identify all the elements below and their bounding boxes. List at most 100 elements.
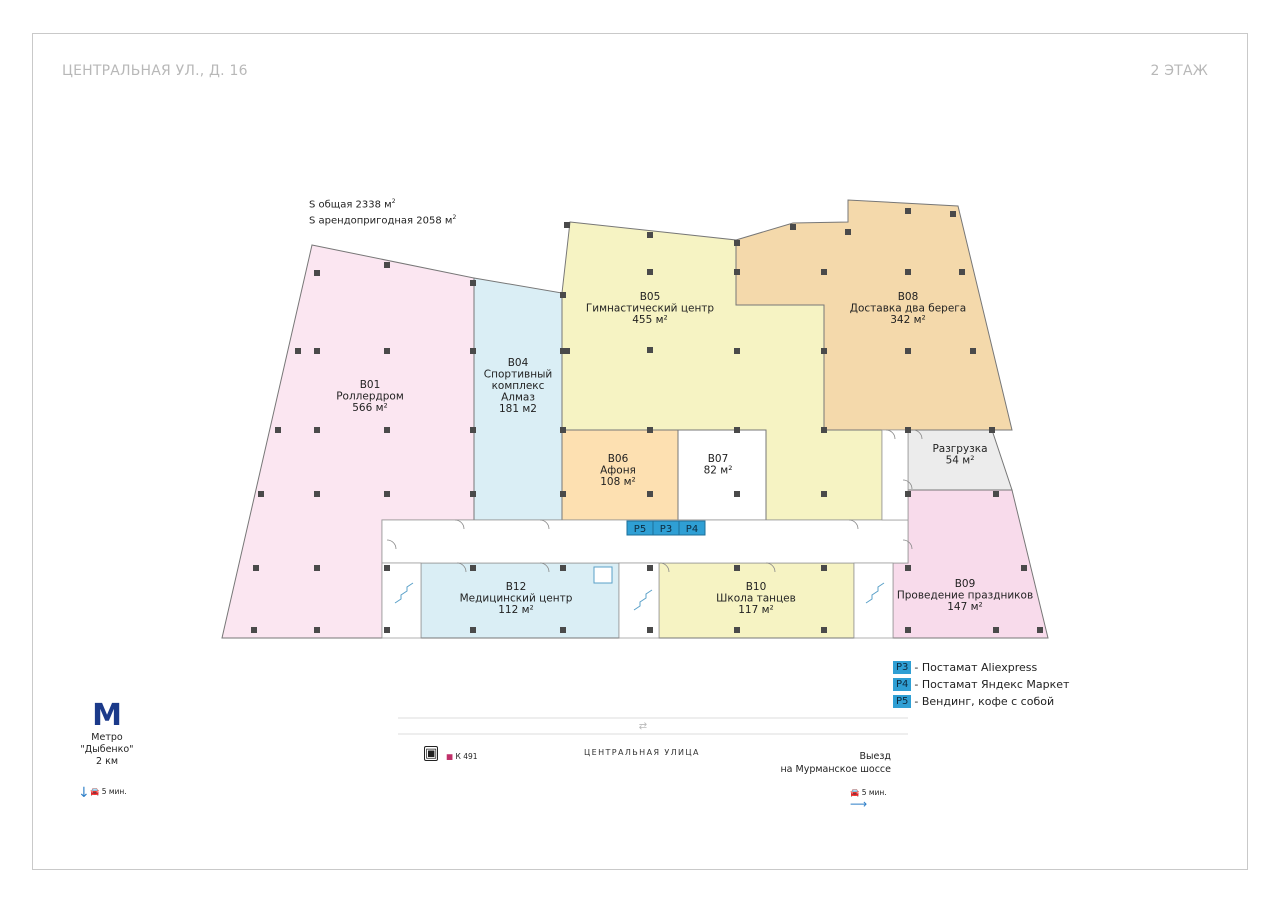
structural-column xyxy=(734,348,740,354)
bus-icon: ▣ xyxy=(424,746,438,761)
structural-column xyxy=(647,347,653,353)
structural-column xyxy=(647,427,653,433)
structural-column xyxy=(275,427,281,433)
corridor xyxy=(381,519,909,564)
structural-column xyxy=(1021,565,1027,571)
structural-column xyxy=(821,627,827,633)
bus-route: ■ К 491 xyxy=(446,752,478,761)
structural-column xyxy=(470,348,476,354)
structural-column xyxy=(905,491,911,497)
structural-column xyxy=(384,348,390,354)
structural-column xyxy=(905,627,911,633)
door-icon xyxy=(902,479,913,490)
structural-column xyxy=(950,211,956,217)
structural-column xyxy=(734,269,740,275)
legend: P3 - Постамат Aliexpress P4 - Постамат Я… xyxy=(893,659,1069,710)
area-summary: S общая 2338 м2 S арендопригодная 2058 м… xyxy=(309,198,457,227)
service-tag-label: P4 xyxy=(686,524,698,535)
area-rentable: S арендопригодная 2058 м xyxy=(309,215,453,227)
structural-column xyxy=(845,229,851,235)
structural-column xyxy=(734,565,740,571)
door-icon xyxy=(765,562,776,573)
structural-column xyxy=(993,627,999,633)
metro-info: M Метро "Дыбенко" 2 км xyxy=(72,700,142,768)
structural-column xyxy=(314,270,320,276)
structural-column xyxy=(564,222,570,228)
metro-logo-icon: M xyxy=(92,698,122,733)
structural-column xyxy=(647,491,653,497)
structural-column xyxy=(647,269,653,275)
stairwell xyxy=(381,562,422,639)
structural-column xyxy=(384,627,390,633)
structural-column xyxy=(821,348,827,354)
structural-column xyxy=(905,427,911,433)
structural-column xyxy=(989,427,995,433)
structural-column xyxy=(564,348,570,354)
structural-column xyxy=(734,427,740,433)
legend-item-p5: P5 - Вендинг, кофе с собой xyxy=(893,693,1069,710)
exit-info: Выезд на Мурманское шоссе xyxy=(780,751,891,775)
structural-column xyxy=(647,232,653,238)
structural-column xyxy=(258,491,264,497)
arrow-down-icon: ↓ xyxy=(78,785,90,801)
car-icon: 🚘 xyxy=(90,787,100,796)
door-icon xyxy=(456,562,467,573)
structural-column xyxy=(1037,627,1043,633)
structural-column xyxy=(384,427,390,433)
structural-column xyxy=(647,565,653,571)
structural-column xyxy=(560,565,566,571)
structural-column xyxy=(993,491,999,497)
door-icon xyxy=(659,562,670,573)
bus-stop-icon: ■ xyxy=(446,752,454,761)
structural-column xyxy=(251,627,257,633)
structural-column xyxy=(734,491,740,497)
door-icon xyxy=(848,519,859,530)
structural-column xyxy=(470,565,476,571)
structural-column xyxy=(253,565,259,571)
structural-column xyxy=(560,491,566,497)
structural-column xyxy=(560,292,566,298)
restroom-icon xyxy=(593,566,613,584)
structural-column xyxy=(314,427,320,433)
structural-column xyxy=(970,348,976,354)
room-b09[interactable] xyxy=(892,489,1049,639)
two-way-arrow-icon: ⇄ xyxy=(639,721,647,732)
structural-column xyxy=(384,262,390,268)
door-icon xyxy=(454,519,465,530)
structural-column xyxy=(314,348,320,354)
structural-column xyxy=(560,348,566,354)
legend-item-p4: P4 - Постамат Яндекс Маркет xyxy=(893,676,1069,693)
structural-column xyxy=(384,491,390,497)
door-icon xyxy=(912,429,923,440)
structural-column xyxy=(384,565,390,571)
metro-travel-time: 🚘 5 мин. xyxy=(90,787,127,796)
service-tag-p4[interactable] xyxy=(678,520,706,536)
structural-column xyxy=(560,427,566,433)
structural-column xyxy=(905,348,911,354)
structural-column xyxy=(959,269,965,275)
door-icon xyxy=(386,539,397,550)
stairs-icon xyxy=(633,589,653,611)
car-icon: 🚘 xyxy=(850,788,860,797)
structural-column xyxy=(560,627,566,633)
stairs-icon xyxy=(865,582,885,604)
area-total: S общая 2338 м xyxy=(309,199,392,211)
structural-column xyxy=(314,491,320,497)
door-icon xyxy=(539,519,550,530)
structural-column xyxy=(905,269,911,275)
structural-column xyxy=(470,427,476,433)
door-icon xyxy=(539,562,550,573)
legend-item-p3: P3 - Постамат Aliexpress xyxy=(893,659,1069,676)
structural-column xyxy=(314,565,320,571)
stairs-icon xyxy=(394,582,414,604)
room-b08[interactable] xyxy=(735,199,1013,431)
